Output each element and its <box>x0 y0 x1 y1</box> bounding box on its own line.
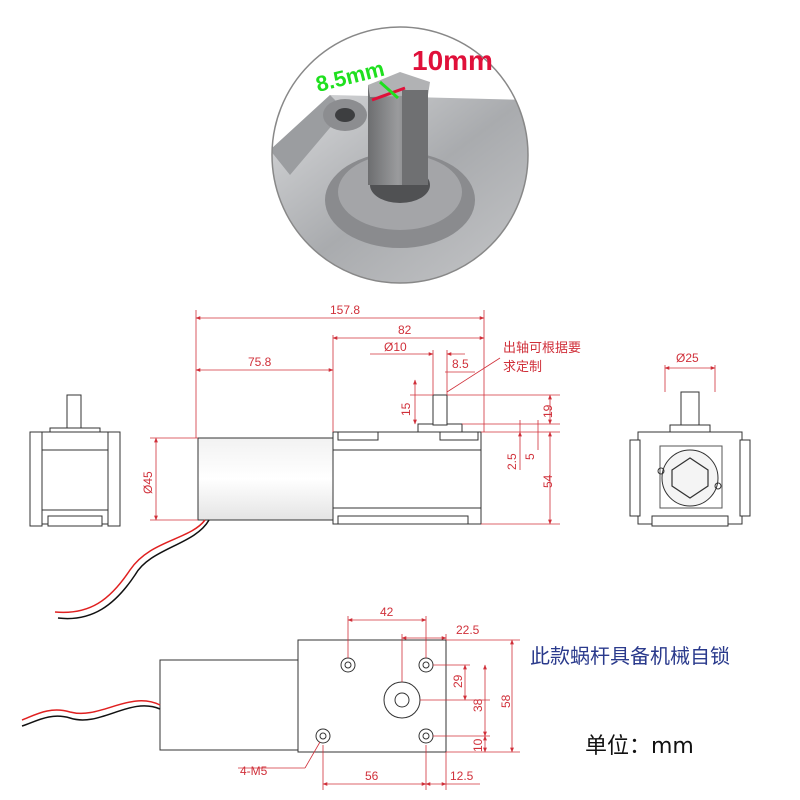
dim-gearbox-length: 82 <box>398 323 412 337</box>
dim-gearbox-height: 54 <box>541 474 555 488</box>
dim-shaft-length: 15 <box>399 402 413 416</box>
dim-29: 29 <box>451 674 465 688</box>
dim-56: 56 <box>365 769 379 783</box>
dim-58: 58 <box>499 694 513 708</box>
front-view-dimensions <box>150 310 560 525</box>
dim-total-length: 157.8 <box>330 303 360 317</box>
end-view-dimensions <box>664 365 716 392</box>
dim-shaft-height: 19 <box>541 404 555 418</box>
dim-shaft-flat: 8.5 <box>452 357 469 371</box>
dim-5: 5 <box>523 453 537 460</box>
dim-10: 10 <box>471 738 485 752</box>
dim-22-5: 22.5 <box>456 623 480 637</box>
front-view <box>54 394 482 620</box>
dim-shaft-diameter: Ø10 <box>384 340 407 354</box>
bottom-view-dimensions <box>238 616 520 790</box>
dim-motor-diameter: Ø45 <box>141 471 155 494</box>
left-end-view <box>29 394 121 527</box>
photo-diameter-label: 10mm <box>412 45 493 76</box>
mounting-holes-label: 4-M5 <box>240 764 268 778</box>
unit-label: 单位：mm <box>585 734 694 759</box>
dim-12-5: 12.5 <box>450 769 474 783</box>
shaft-custom-note: 出轴可根据要 求定制 <box>503 341 585 375</box>
dim-end-diameter: Ø25 <box>676 351 699 365</box>
self-lock-note: 此款蜗杆具备机械自锁 <box>530 644 730 668</box>
dim-2-5: 2.5 <box>505 453 519 470</box>
dim-motor-length: 75.8 <box>248 355 272 369</box>
dim-hole-span-42: 42 <box>380 605 394 619</box>
bottom-view <box>21 639 447 753</box>
dim-38: 38 <box>471 698 485 712</box>
shaft-photo <box>271 26 529 284</box>
right-end-view <box>629 391 751 527</box>
